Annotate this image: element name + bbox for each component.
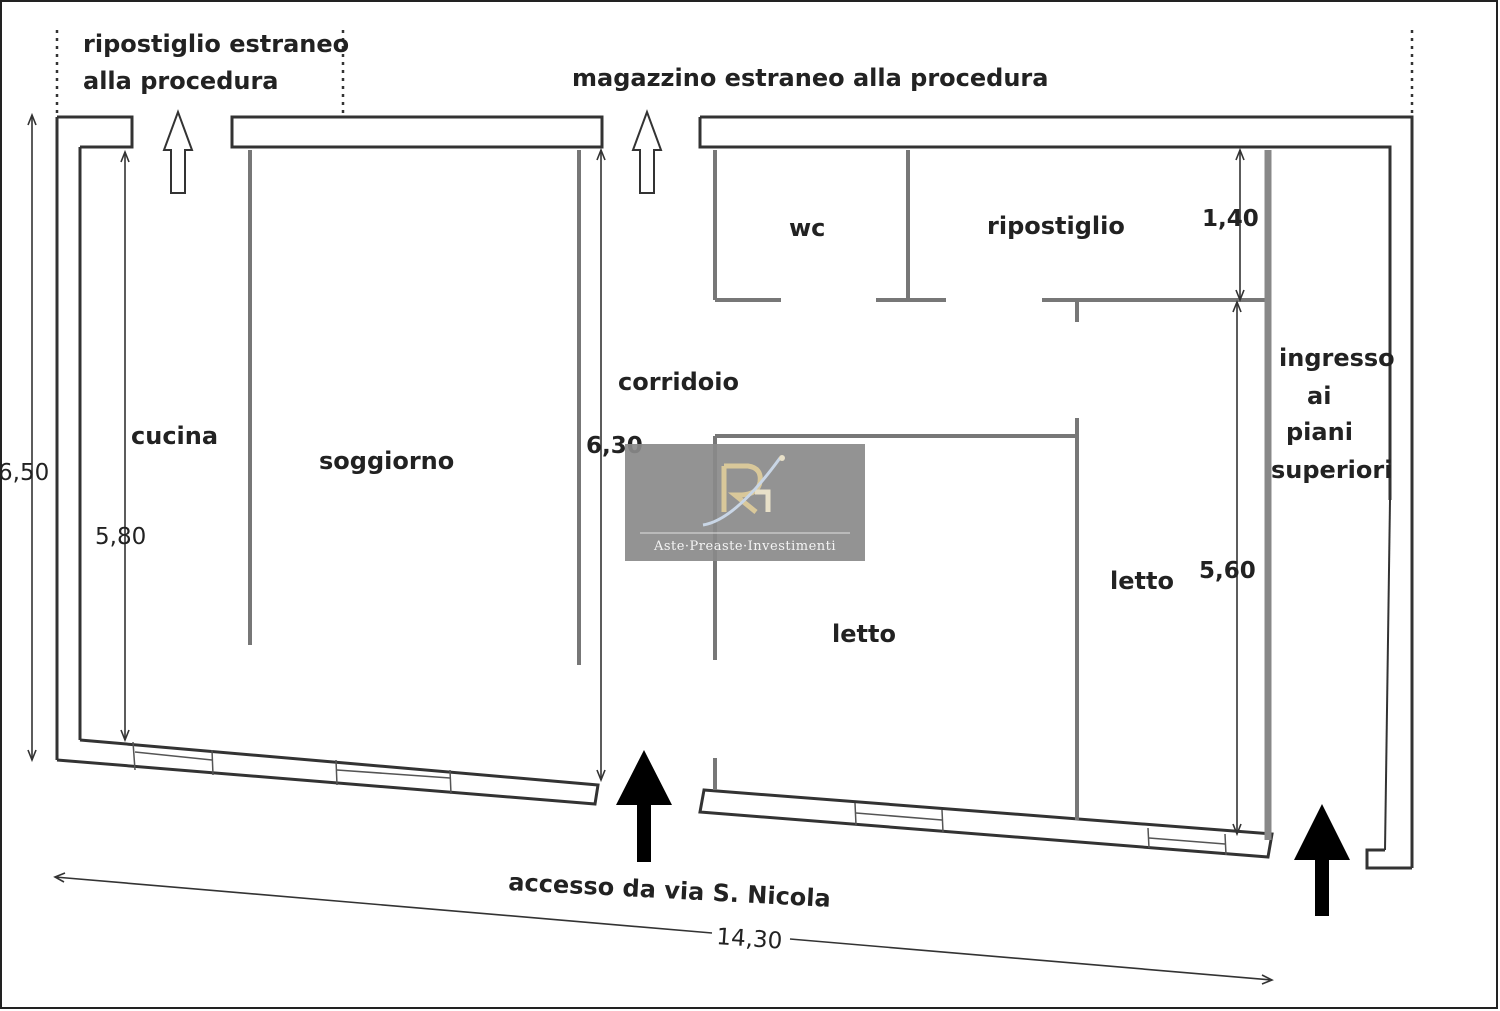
ripostiglio-label: ripostiglio <box>987 212 1125 240</box>
letto-label-2: letto <box>1110 567 1174 595</box>
ingresso-superiori-label: superiori <box>1271 456 1392 484</box>
outline-arrow-icon <box>631 109 663 194</box>
left-wall <box>55 117 82 760</box>
outline-arrow-icon <box>162 109 194 194</box>
ingresso-ai-label: ai <box>1307 382 1331 410</box>
soggiorno-label: soggiorno <box>319 447 454 475</box>
letto-label: letto <box>832 620 896 648</box>
cucina-label: cucina <box>131 422 218 450</box>
wc-label: wc <box>789 214 825 242</box>
accesso-label: accesso da via S. Nicola <box>508 868 832 913</box>
dimension-total-width: 14,30 <box>716 924 784 955</box>
alla-procedura-label: alla procedura <box>83 67 279 95</box>
partitions <box>248 150 1272 840</box>
watermark: Aste·Preaste·Investimenti <box>625 444 865 561</box>
bottom-wall-left <box>56 738 600 806</box>
logo-icon <box>702 455 785 527</box>
dimension-cucina-height: 5,80 <box>95 524 146 550</box>
ripostiglio-estraneo-label: ripostiglio estraneo <box>83 30 349 58</box>
watermark-text: Aste·Preaste·Investimenti <box>653 539 836 554</box>
dimension-total-height: 6,50 <box>0 460 49 486</box>
ingresso-label: ingresso <box>1279 344 1395 372</box>
dimension-lines <box>27 112 1274 985</box>
top-walls <box>57 115 1414 870</box>
corridoio-label: corridoio <box>618 368 739 396</box>
solid-arrow-icon <box>1294 804 1350 916</box>
bottom-wall-right <box>698 788 1274 859</box>
dimension-letto-height: 5,60 <box>1199 558 1256 584</box>
ingresso-piani-label: piani <box>1286 418 1353 446</box>
magazzino-label: magazzino estraneo alla procedura <box>572 64 1048 92</box>
dimension-ripostiglio-depth: 1,40 <box>1202 206 1259 232</box>
solid-arrow-icon <box>616 750 672 862</box>
